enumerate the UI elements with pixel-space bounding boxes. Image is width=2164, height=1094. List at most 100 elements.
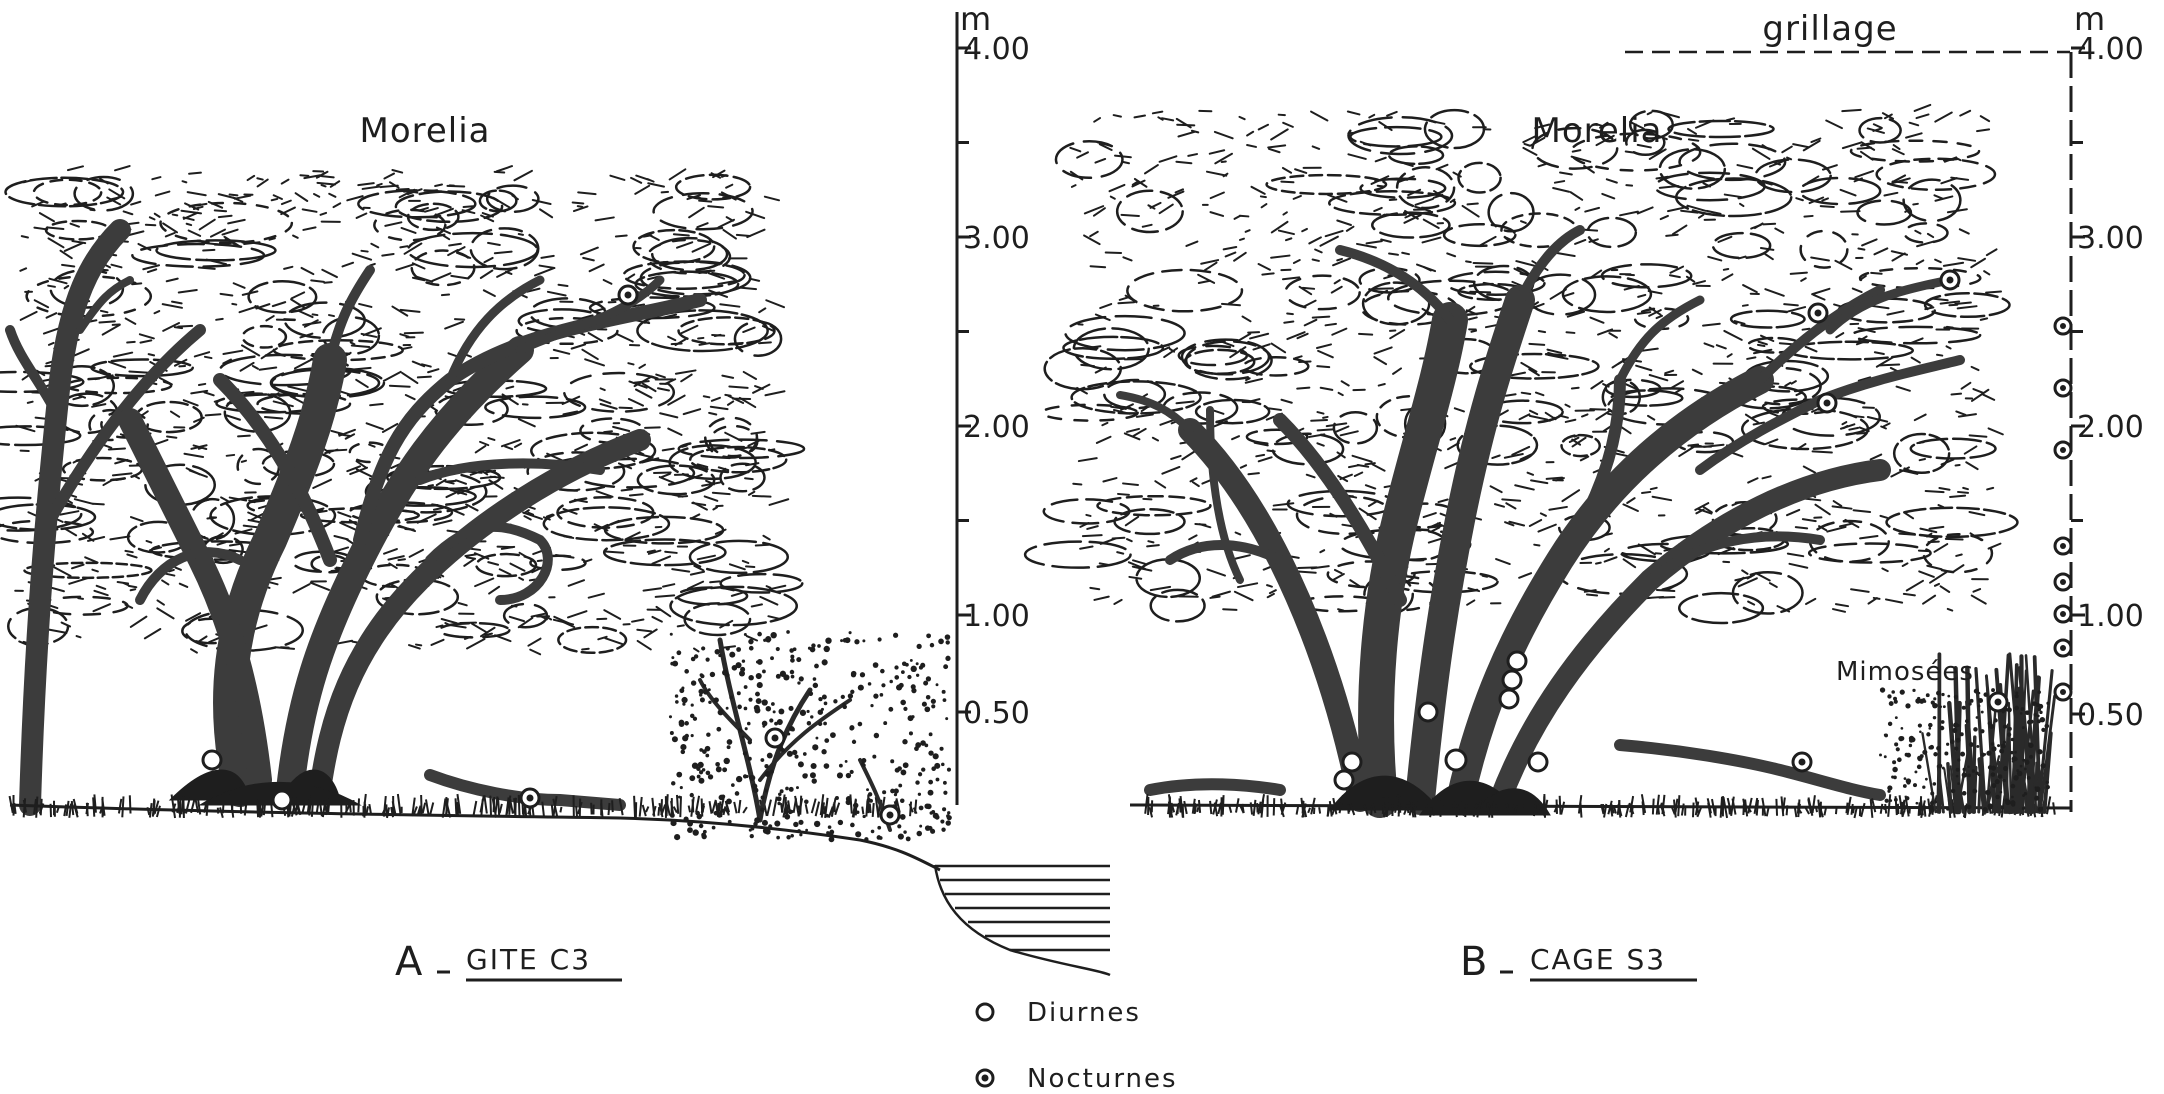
foliage-dot (687, 827, 693, 834)
foliage-mark (290, 291, 306, 300)
foliage-mark (1314, 248, 1323, 254)
foliage-mark (1161, 465, 1181, 475)
foliage-mark (1281, 276, 1301, 281)
foliage-mark (1537, 523, 1557, 533)
foliage-mark (1149, 201, 1162, 209)
foliage-mark (449, 624, 467, 629)
foliage-mark (1841, 421, 1848, 426)
foliage-mark (361, 185, 381, 190)
foliage-dot (1919, 730, 1922, 734)
foliage-mark (539, 615, 548, 621)
foliage-mark (1125, 538, 1133, 543)
foliage-mark (1079, 545, 1094, 550)
mimosa-stem (1921, 732, 1937, 814)
foliage-mark (620, 488, 634, 492)
foliage-mark (598, 398, 612, 405)
foliage-dot (709, 671, 716, 678)
foliage-mark (1621, 552, 1628, 556)
foliage-mark (1866, 415, 1889, 423)
foliage-dot (917, 792, 922, 796)
ground-line-b (1129, 803, 2071, 810)
foliage-dot (945, 655, 951, 661)
foliage-mark (527, 637, 542, 647)
foliage-dot (854, 639, 860, 645)
foliage-mark (1080, 363, 1096, 368)
foliage-mark (92, 603, 111, 613)
foliage-dot (780, 747, 785, 753)
foliage-dot (2037, 690, 2041, 694)
grass-blade (1860, 802, 1866, 818)
foliage-mark (1725, 117, 1736, 122)
diurnal-marker (1501, 669, 1523, 691)
foliage-dot (722, 669, 729, 676)
foliage-mark (1333, 279, 1341, 285)
foliage-dot (2010, 800, 2016, 806)
foliage-mark (488, 479, 504, 490)
foliage-stroke (1456, 424, 1539, 466)
foliage-mark (687, 580, 705, 590)
foliage-dot (741, 659, 746, 663)
foliage-mark (1945, 345, 1952, 350)
foliage-dot (894, 665, 899, 670)
foliage-mark (46, 226, 65, 230)
foliage-mark (1832, 500, 1843, 507)
foliage-mark (688, 473, 703, 481)
foliage-mark (337, 511, 352, 518)
foliage-dot (684, 733, 689, 739)
foliage-mark (1270, 342, 1287, 354)
grass-blade (1349, 803, 1356, 816)
foliage-mark (270, 576, 282, 581)
foliage-mark (747, 490, 756, 496)
foliage-stroke (704, 416, 759, 459)
foliage-dot (755, 698, 762, 704)
foliage-dot (1933, 697, 1937, 701)
foliage-dot (1884, 798, 1889, 803)
foliage-mark (26, 400, 34, 404)
foliage-mark (260, 347, 278, 360)
foliage-stroke (1457, 161, 1502, 194)
foliage-mark (1284, 237, 1293, 242)
foliage-dot (1917, 723, 1922, 728)
foliage-mark (1564, 418, 1577, 423)
foliage-mark (1268, 147, 1281, 154)
foliage-dot (931, 810, 936, 814)
scale-tick-label: 0.50 (963, 696, 1030, 731)
foliage-mark (365, 422, 384, 431)
foliage-dot (1950, 739, 1955, 745)
foliage-stroke (1487, 191, 1535, 233)
foliage-mark (1453, 407, 1465, 413)
foliage-mark (510, 604, 518, 608)
foliage-mark (330, 429, 344, 435)
foliage-dot (1902, 784, 1907, 788)
foliage-mark (599, 387, 606, 392)
foliage-stroke (1023, 540, 1132, 569)
foliage-dot (2029, 754, 2033, 759)
foliage-mark (228, 193, 239, 197)
foliage-mark (1295, 570, 1317, 574)
foliage-mark (583, 558, 593, 564)
foliage-mark (1942, 261, 1965, 267)
foliage-mark (1414, 197, 1434, 206)
foliage-mark (630, 176, 643, 184)
foliage-mark (1599, 121, 1609, 129)
grass-blade (679, 796, 682, 818)
foliage-mark (174, 566, 182, 571)
foliage-dot (698, 770, 704, 775)
grass-blade (1191, 798, 1196, 814)
grass-blade (180, 795, 185, 815)
foliage-mark (1337, 391, 1344, 397)
foliage-mark (208, 636, 221, 644)
foliage-dot (796, 805, 801, 811)
grass-blade (483, 795, 488, 814)
grass-blade (155, 805, 161, 818)
foliage-mark (1112, 409, 1131, 415)
foliage-stroke (1149, 588, 1206, 623)
foliage-mark (156, 599, 165, 606)
foliage-mark (171, 300, 183, 305)
grass-blade (421, 802, 427, 814)
foliage-mark (730, 591, 744, 597)
foliage-dot (775, 646, 780, 652)
foliage-dot (1922, 785, 1926, 789)
foliage-mark (627, 273, 636, 280)
foliage-dot (1900, 726, 1904, 730)
